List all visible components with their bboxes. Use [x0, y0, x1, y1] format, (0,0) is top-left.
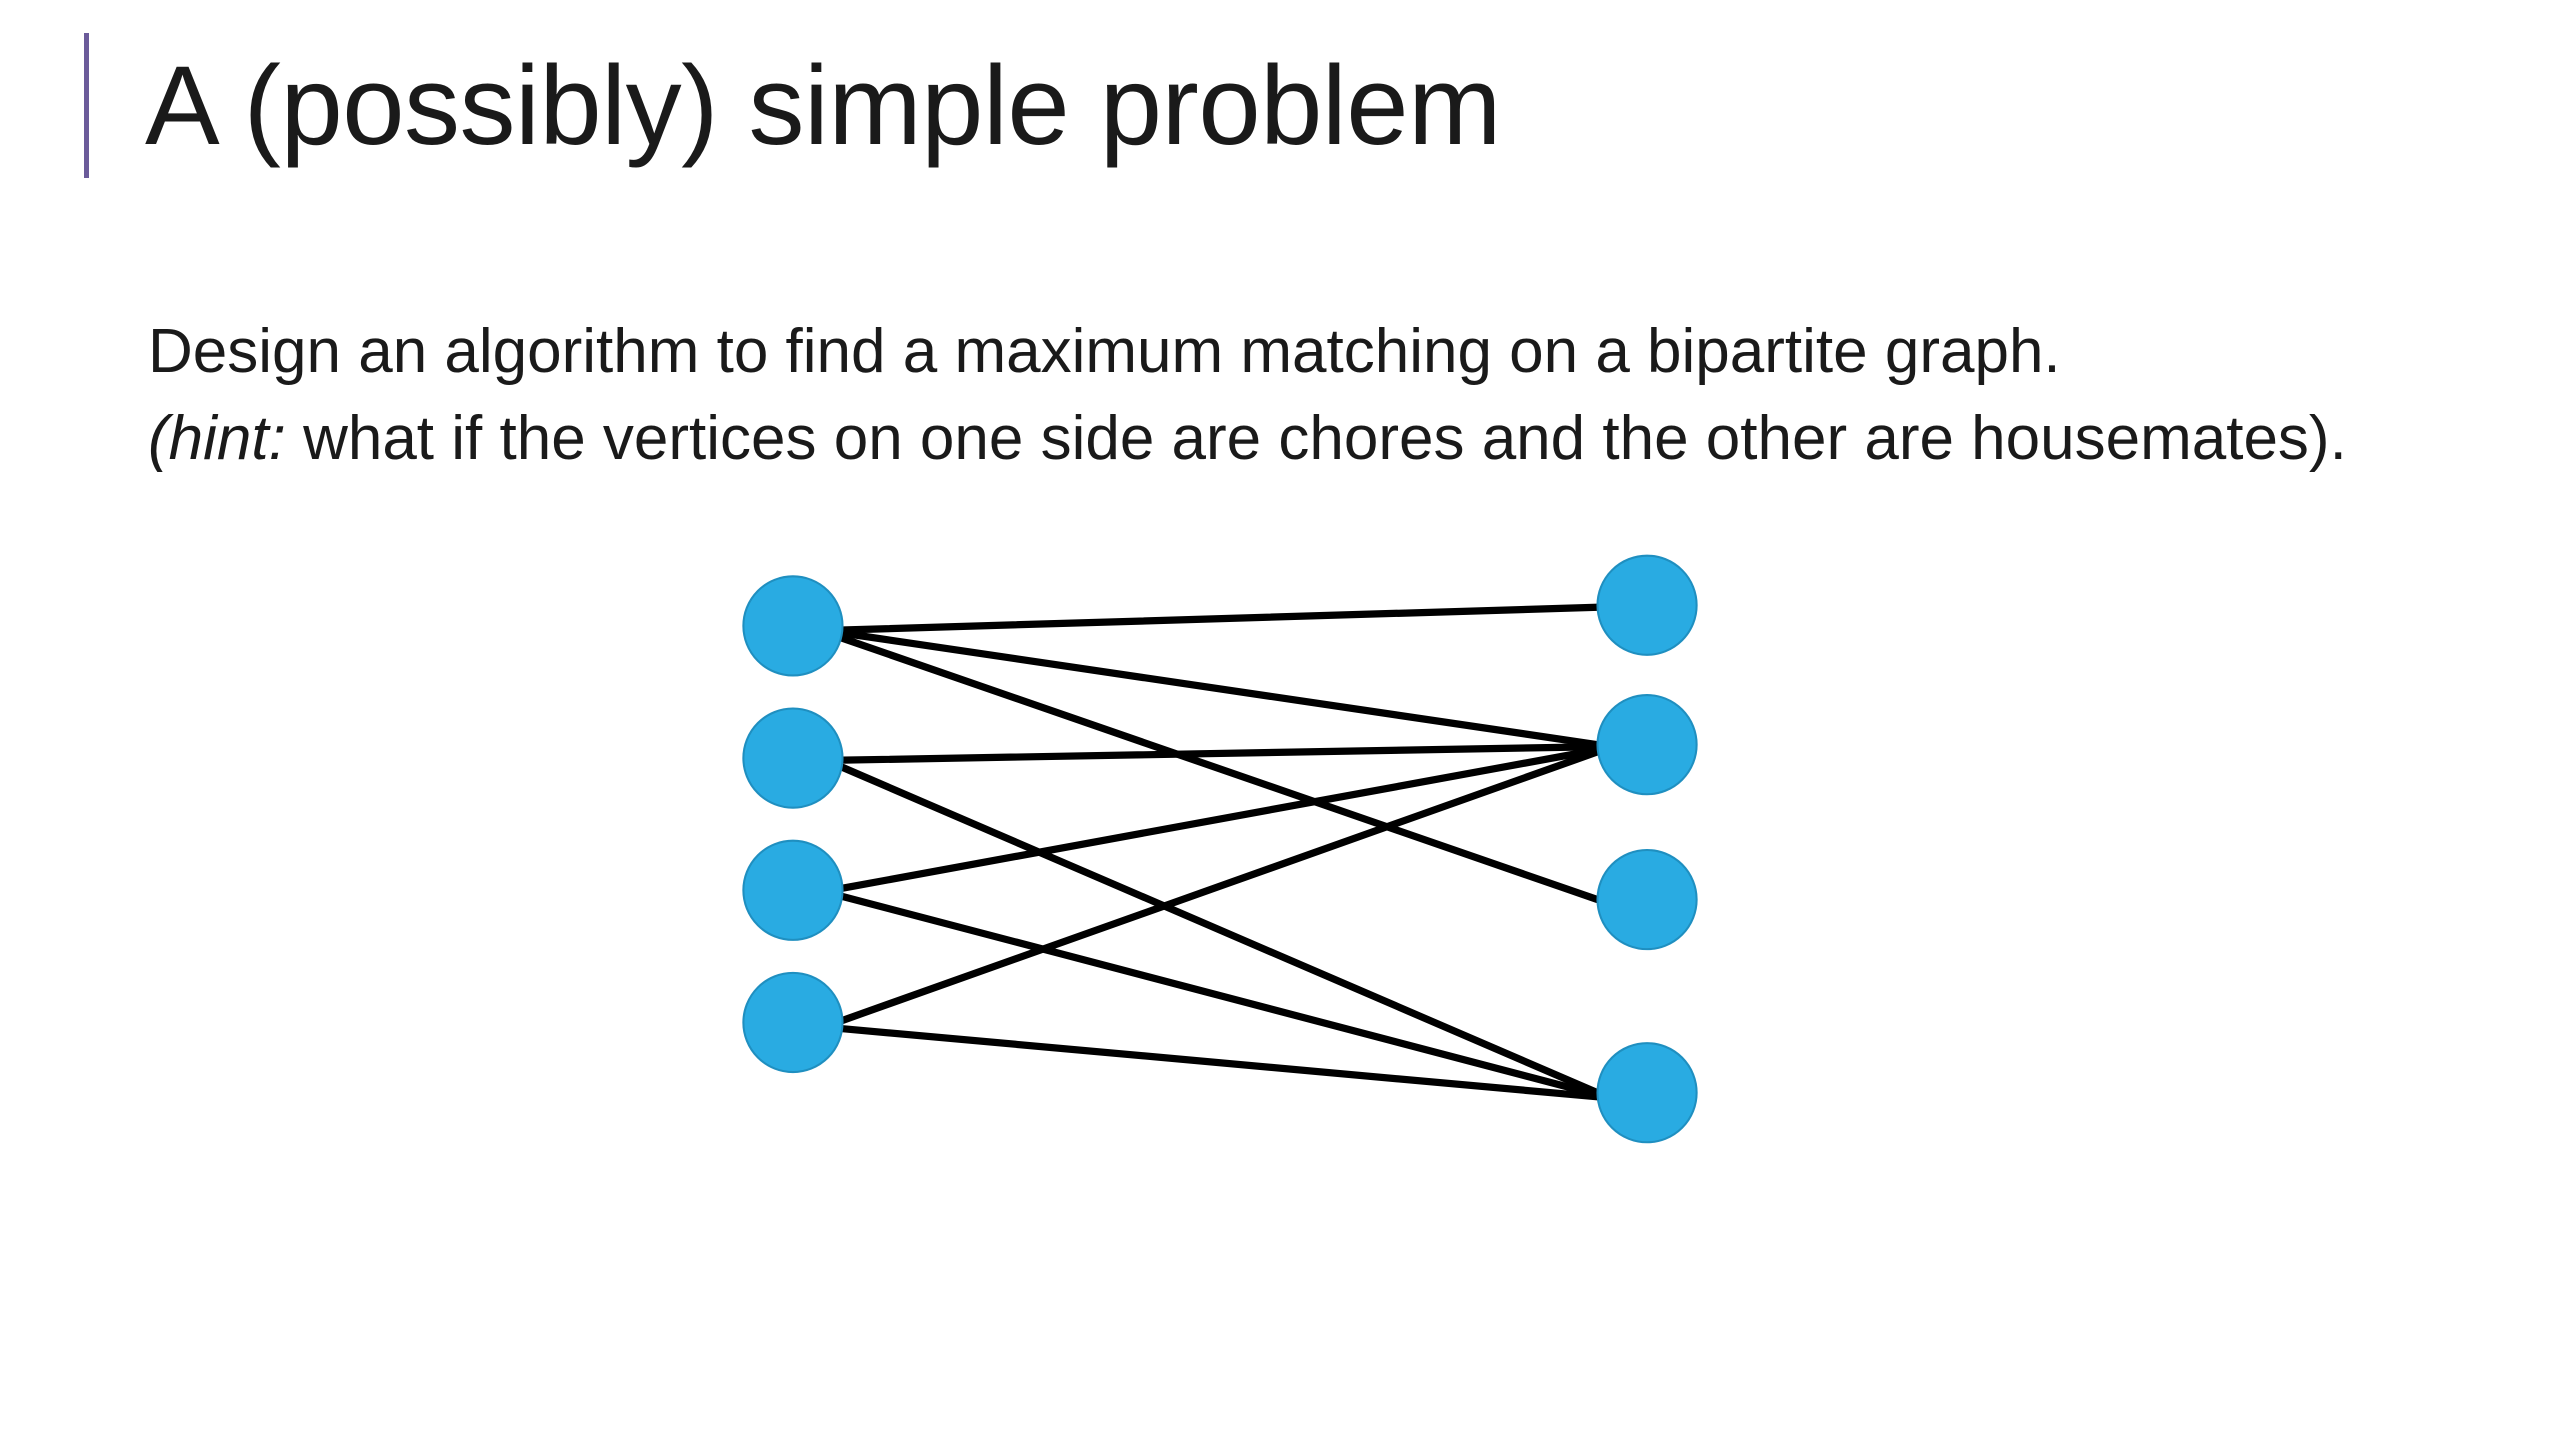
graph-edge — [838, 629, 1602, 749]
body-text-block: Design an algorithm to find a maximum ma… — [148, 312, 2478, 485]
hint-text: what if the vertices on one side are cho… — [285, 403, 2347, 473]
graph-node-right-r3 — [1596, 848, 1698, 951]
graph-node-left-l2 — [742, 707, 844, 809]
graph-node-left-l3 — [742, 839, 844, 941]
body-paragraph-2: (hint: what if the vertices on one side … — [148, 399, 2478, 480]
graph-node-right-r4 — [1596, 1042, 1698, 1144]
bipartite-graph-svg — [742, 554, 1698, 1144]
graph-edge — [838, 892, 1602, 1099]
graph-edge — [838, 748, 1602, 1025]
graph-edge — [838, 603, 1602, 634]
graph-edge — [838, 634, 1602, 904]
graph-node-right-r1 — [1596, 554, 1698, 656]
bipartite-graph-figure — [700, 530, 1740, 1170]
graph-node-left-l1 — [742, 575, 844, 677]
hint-label: (hint: — [148, 403, 286, 473]
graph-node-right-r2 — [1596, 694, 1698, 796]
graph-edge — [838, 743, 1602, 764]
graph-right-node-group — [1596, 554, 1698, 1144]
graph-edge-group — [838, 603, 1602, 1101]
graph-node-left-l4 — [742, 971, 844, 1074]
body-paragraph-1: Design an algorithm to find a maximum ma… — [148, 317, 2061, 386]
graph-edge — [838, 746, 1602, 892]
page-title: A (possibly) simple problem — [145, 42, 1501, 168]
title-accent-bar — [84, 33, 89, 178]
graph-left-node-group — [742, 575, 844, 1074]
title-block: A (possibly) simple problem — [84, 33, 1501, 178]
graph-edge — [838, 763, 1602, 1097]
graph-edge — [838, 1025, 1602, 1101]
